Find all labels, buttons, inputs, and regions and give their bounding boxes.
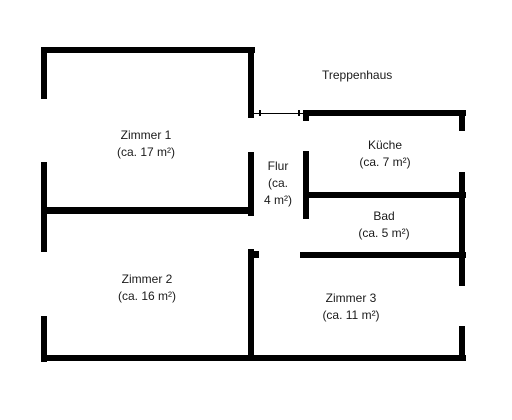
room-zimmer3-label: Zimmer 3 (ca. 11 m²) (322, 290, 379, 324)
room-area: (ca. 17 m²) (116, 145, 176, 159)
door-jamb-right (298, 110, 300, 116)
room-name: Zimmer 2 (121, 272, 173, 286)
room-area-line1: (ca. (267, 176, 288, 190)
wall-hall-left-lower (248, 249, 254, 361)
room-bad-label: Bad (ca. 5 m²) (358, 208, 409, 242)
room-name: Küche (367, 138, 403, 152)
room-zimmer1-label: Zimmer 1 (ca. 17 m²) (117, 127, 175, 161)
wall-right-lower (459, 326, 465, 361)
wall-kitchen-bath (303, 192, 466, 198)
room-flur-label: Flur (ca. 4 m²) (264, 158, 292, 209)
wall-kitchen-top (303, 110, 466, 116)
room-name: Bad (373, 209, 395, 223)
stairwell-label: Treppenhaus (322, 68, 393, 82)
room-area: (ca. 16 m²) (117, 289, 177, 303)
room-area-line2: 4 m²) (264, 193, 292, 207)
room-kueche-label: Küche (ca. 7 m²) (359, 137, 410, 171)
entrance-door (254, 113, 304, 114)
wall-left-upper (41, 47, 47, 99)
wall-right-upper (459, 110, 465, 131)
room-area: (ca. 5 m²) (358, 226, 410, 240)
wall-top-left (41, 47, 255, 53)
wall-left-middle (41, 162, 47, 252)
wall-hall-left-upper (248, 47, 254, 118)
room-area: (ca. 7 m²) (359, 155, 411, 169)
room-name: Flur (267, 159, 289, 173)
wall-hall-stub (254, 251, 259, 258)
wall-right-middle (459, 172, 465, 286)
room-name: Zimmer 1 (120, 128, 172, 142)
wall-left-lower (41, 316, 47, 362)
room-name: Zimmer 3 (325, 291, 377, 305)
wall-kitchen-left (303, 110, 309, 121)
room-zimmer2-label: Zimmer 2 (ca. 16 m²) (118, 271, 176, 305)
wall-kitchen-bath-left (303, 151, 309, 219)
door-jamb-left (259, 110, 261, 116)
wall-hall-left-middle (248, 152, 254, 216)
wall-zimmer1-zimmer2 (47, 207, 254, 214)
room-area: (ca. 11 m²) (322, 308, 380, 322)
wall-bath-zimmer3 (300, 252, 466, 258)
